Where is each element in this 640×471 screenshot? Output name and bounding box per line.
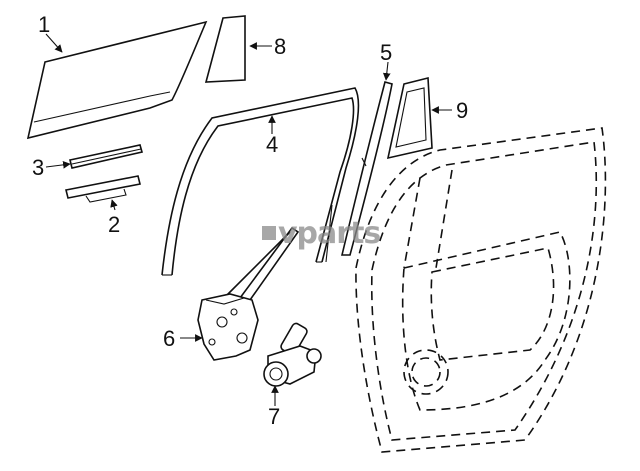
callout-4: 4	[266, 132, 278, 157]
glass-run-channel-part	[161, 87, 360, 276]
callout-6: 6	[163, 326, 175, 351]
callout-7: 7	[268, 404, 280, 429]
door-shell-outline	[355, 127, 607, 453]
callout-3: 3	[32, 155, 44, 180]
callout-1: 1	[38, 12, 50, 37]
regulator-motor-part	[263, 322, 322, 387]
outer-weatherstrip-part	[69, 144, 144, 169]
callout-5: 5	[380, 40, 392, 65]
door-glass-part	[26, 20, 208, 140]
division-bar-part	[340, 81, 393, 256]
watermark-logo: vparts	[262, 216, 381, 251]
watermark-text: vparts	[278, 216, 380, 251]
callout-2: 2	[108, 212, 120, 237]
inner-weatherstrip-part	[65, 175, 141, 203]
quarter-glass-part	[204, 15, 246, 83]
window-regulator-part	[197, 226, 300, 361]
callout-8: 8	[274, 34, 286, 59]
rear-quarter-glass-part	[386, 76, 433, 160]
callout-9: 9	[456, 98, 468, 123]
